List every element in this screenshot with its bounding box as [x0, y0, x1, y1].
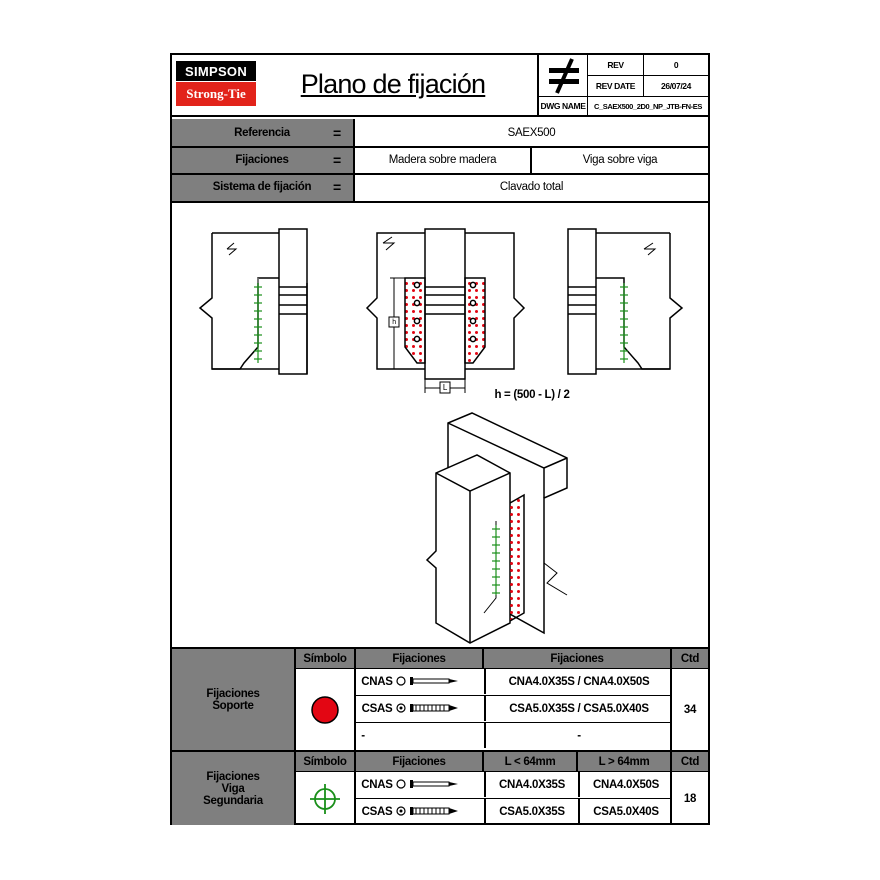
support-section-label: Fijaciones Soporte	[172, 649, 294, 750]
support-symbol-cell	[294, 669, 354, 750]
screw-icon	[396, 804, 460, 823]
fastener-spec-small: CSA5.0X35S	[484, 799, 578, 824]
fijaciones-value-wood: Madera sobre madera	[353, 146, 530, 173]
sistema-label: Sistema de fijación	[212, 181, 312, 193]
red-dot-icon	[311, 695, 339, 724]
fastener-name: CNAS	[361, 778, 393, 791]
fastener-spec-big: CSA5.0X40S	[578, 799, 672, 824]
table-row: CNAS CNA4.0X35S CNA4.0X50S	[354, 772, 670, 799]
height-formula: h = (500 - L) / 2	[494, 389, 570, 401]
rev-value: 0	[643, 55, 708, 76]
fastener-spec-small: CNA4.0X35S	[484, 772, 578, 797]
beam-col-l-small: L < 64mm	[482, 752, 576, 772]
screw-icon	[396, 701, 460, 720]
support-col-fix: Fijaciones	[354, 649, 482, 669]
fastener-spec: -	[484, 723, 672, 748]
sistema-equals: =	[333, 179, 341, 195]
nail-icon	[396, 777, 460, 796]
fastener-name: -	[361, 729, 365, 742]
fijaciones-equals: =	[333, 152, 341, 168]
left-side-view	[198, 228, 308, 375]
dwg-name-value: C_SAEX500_2D0_NP_JTB-FN-ES	[587, 97, 708, 115]
crosshair-icon	[310, 783, 340, 814]
beam-section-text: Fijaciones Viga Segundaria	[203, 770, 263, 807]
sistema-value: Clavado total	[353, 173, 708, 201]
beam-qty: 18	[670, 772, 708, 825]
fijaciones-label: Fijaciones	[235, 154, 289, 166]
fastener-spec: CSA5.0X35S / CSA5.0X40S	[484, 696, 672, 721]
table-row: CSAS CSA5.0X35S CSA5.0X40S	[354, 799, 670, 825]
table-row: CSAS CSA5.0X35S / CSA5.0X40S	[354, 696, 670, 723]
support-col-symbol: Símbolo	[294, 649, 354, 669]
fastener-spec-big: CNA4.0X50S	[578, 772, 672, 797]
referencia-value: SAEX500	[353, 119, 708, 146]
support-section-text: Fijaciones Soporte	[206, 687, 260, 712]
support-qty: 34	[670, 669, 708, 750]
support-col-qty: Ctd	[670, 649, 708, 669]
dwg-name-label: DWG NAME	[537, 97, 587, 115]
info-label-column	[172, 119, 353, 201]
fastener-name: CNAS	[361, 675, 393, 688]
right-side-view	[567, 228, 684, 375]
fijaciones-value-beam: Viga sobre viga	[530, 146, 708, 173]
rev-date-label: REV DATE	[587, 76, 643, 97]
logo-strong-tie: Strong-Tie	[176, 82, 256, 106]
referencia-label: Referencia	[234, 127, 290, 139]
rev-date-value: 26/07/24	[643, 76, 708, 97]
row-divider	[172, 146, 708, 148]
beam-col-fix: Fijaciones	[354, 752, 482, 772]
page-title: Plano de fijación	[300, 68, 486, 99]
logo-simpson: SIMPSON	[176, 61, 256, 81]
table-divider	[172, 750, 708, 752]
fastener-name: CSAS	[361, 702, 393, 715]
isometric-view	[425, 412, 568, 644]
beam-section-label: Fijaciones Viga Segundaria	[172, 752, 294, 825]
nail-icon	[396, 674, 460, 693]
center-front-view	[365, 228, 526, 394]
beam-col-l-big: L > 64mm	[576, 752, 670, 772]
beam-col-symbol: Símbolo	[294, 752, 354, 772]
row-divider	[172, 173, 708, 175]
table-row: - -	[354, 723, 670, 750]
support-col-fix2: Fijaciones	[482, 649, 670, 669]
table-divider	[172, 647, 708, 649]
h-dimension-tag: h	[392, 318, 396, 326]
beam-symbol-cell	[294, 772, 354, 825]
table-row: CNAS CNA4.0X35S / CNA4.0X50S	[354, 669, 670, 696]
rev-label: REV	[587, 55, 643, 76]
referencia-equals: =	[333, 125, 341, 141]
beam-col-qty: Ctd	[670, 752, 708, 772]
row-divider	[172, 201, 708, 203]
drawing-sheet: SIMPSON Strong-Tie Plano de fijación DWG…	[170, 53, 710, 825]
fastener-name: CSAS	[361, 805, 393, 818]
not-equal-icon	[537, 55, 587, 97]
fastener-spec: CNA4.0X35S / CNA4.0X50S	[484, 669, 672, 694]
technical-drawing	[198, 228, 684, 644]
header: SIMPSON Strong-Tie Plano de fijación DWG…	[172, 55, 708, 117]
l-dimension-label: L	[442, 383, 448, 392]
